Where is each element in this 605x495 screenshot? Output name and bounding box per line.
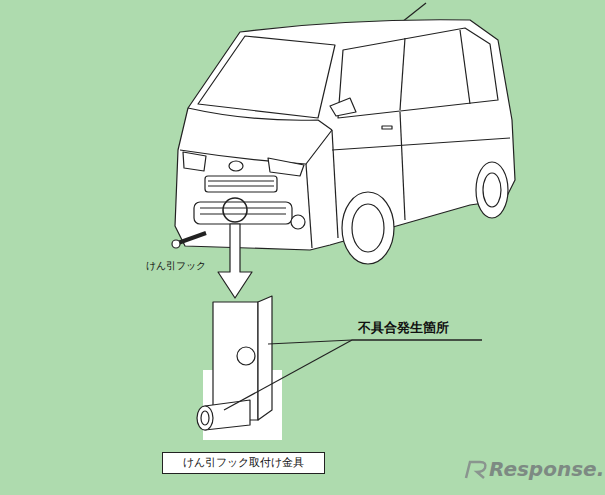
headlight-left [183, 152, 206, 171]
bumper-opening [194, 202, 292, 224]
rear-wheel-rim [483, 173, 501, 207]
c-pillar [460, 30, 470, 104]
rear-wheel [476, 162, 508, 218]
b-pillar [400, 38, 405, 110]
box-text: けん引フック取付け金具 [183, 456, 304, 469]
watermark: Response. [489, 457, 604, 481]
leader-line [224, 340, 352, 410]
door-front-edge [332, 130, 338, 238]
door-handle [382, 126, 392, 129]
bumper-bar [200, 207, 286, 208]
nut-tube-end [197, 406, 213, 430]
fog-lamp [291, 215, 305, 229]
body-crease [332, 138, 510, 150]
underline [352, 339, 482, 340]
part-label: けん引フック [146, 260, 206, 272]
arrow [218, 224, 252, 298]
bumper-bar [200, 213, 286, 214]
headlight-right [268, 158, 304, 176]
tow-hook [178, 233, 206, 243]
hood-line [188, 108, 332, 130]
side-mirror [330, 98, 356, 116]
antenna [402, 3, 426, 22]
front-wheel-rim [352, 204, 384, 252]
door-line [400, 112, 405, 220]
leader-line [268, 340, 352, 344]
front-wheel [342, 192, 394, 264]
watermark-logo [466, 462, 485, 478]
highlight-circle [223, 198, 247, 222]
caption-box: けん引フック取付け金具 [162, 452, 325, 474]
emblem [229, 161, 243, 171]
nut-tube-bore [201, 411, 209, 425]
side-window [338, 28, 498, 118]
bracket-fold [258, 296, 272, 420]
grille-bar [208, 180, 274, 181]
bracket-hole [237, 347, 255, 365]
front-corner [306, 164, 312, 248]
grille [205, 176, 277, 192]
grille-bar [208, 185, 274, 186]
windshield [198, 36, 335, 118]
tow-hook-eye [172, 240, 180, 248]
callout-label: 不具合発生箇所 [358, 320, 449, 336]
